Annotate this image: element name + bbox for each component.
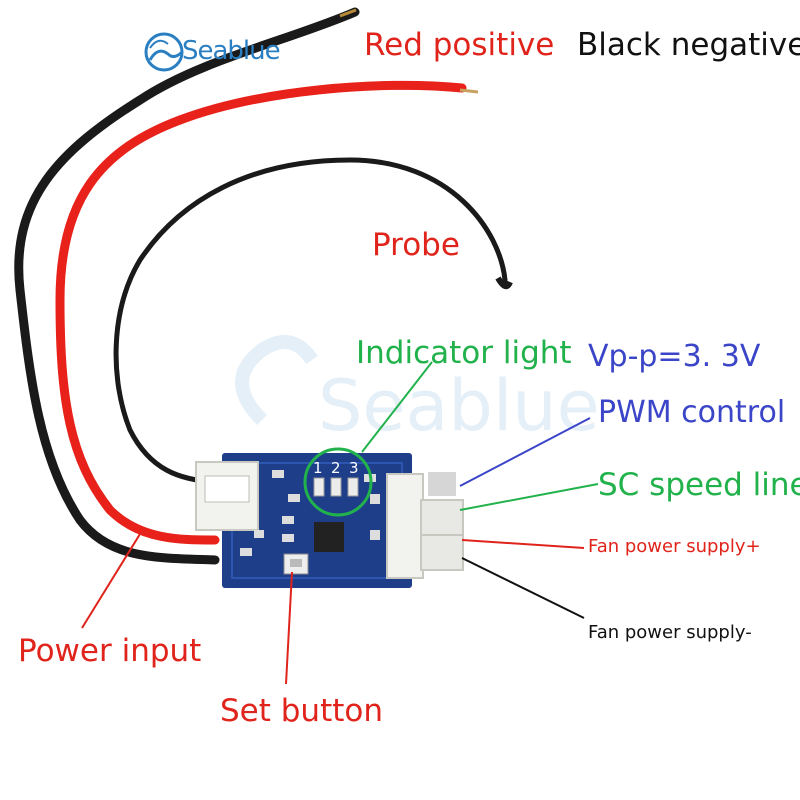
probe-wire xyxy=(113,157,508,485)
label-black-negative: Black negative xyxy=(577,27,800,63)
label-sc-speed-line: SC speed line xyxy=(598,467,800,503)
label-fan-power-plus: Fan power supply+ xyxy=(588,536,761,557)
label-power-input: Power input xyxy=(18,633,202,669)
pwm-leader-line xyxy=(459,417,591,487)
label-probe: Probe xyxy=(372,227,460,263)
fan-plus-leader-line xyxy=(461,539,585,549)
set-leader-line xyxy=(285,571,293,685)
fan-connector xyxy=(386,473,424,579)
indicator-leader-line xyxy=(361,361,433,453)
sc-leader-line xyxy=(459,483,599,511)
label-set-button: Set button xyxy=(220,693,384,729)
label-fan-power-minus: Fan power supply- xyxy=(588,622,752,643)
led-number-1: 1 xyxy=(313,459,323,477)
led-number-2: 2 xyxy=(331,459,341,477)
red-power-wire xyxy=(55,80,467,545)
pcb-board xyxy=(195,453,464,588)
power-leader-line xyxy=(81,533,141,629)
label-red-positive: Red positive xyxy=(364,27,555,63)
watermark: Seablue xyxy=(235,335,600,447)
led-1 xyxy=(313,477,325,497)
indicator-highlight-circle xyxy=(303,447,373,517)
ic-chip xyxy=(314,522,344,552)
label-pwm-control: PWM control xyxy=(598,395,786,430)
svg-text:Seablue: Seablue xyxy=(318,365,600,447)
seablue-logo-text: Seablue xyxy=(182,36,281,66)
led-number-3: 3 xyxy=(349,459,359,477)
fan-minus-leader-line xyxy=(461,557,585,619)
led-2 xyxy=(330,477,342,497)
label-indicator-light: Indicator light xyxy=(356,335,572,371)
label-vpp: Vp-p=3. 3V xyxy=(588,339,761,374)
led-3 xyxy=(347,477,359,497)
black-power-wire xyxy=(14,7,360,565)
seablue-logo-icon xyxy=(144,32,184,72)
